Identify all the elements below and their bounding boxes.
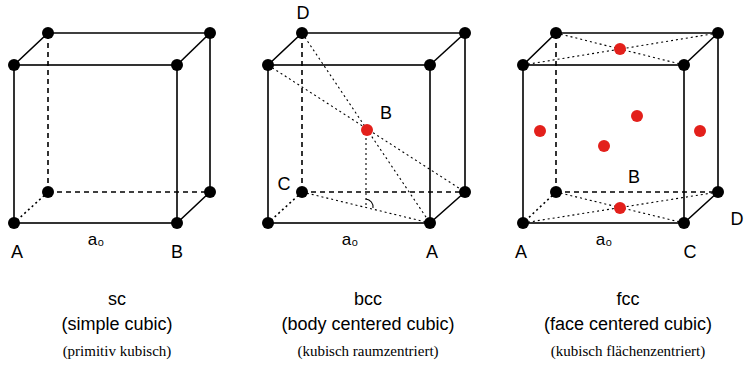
lattice-constant: a₀ xyxy=(596,231,613,250)
lattice-constant: a₀ xyxy=(342,231,359,250)
corner-label: A xyxy=(11,243,23,263)
bcc-cube xyxy=(268,33,465,223)
sc-atoms xyxy=(8,27,216,229)
structure-name-german: (kubisch raumzentriert) xyxy=(297,343,438,360)
corner-label: D xyxy=(297,4,310,24)
structure-abbreviation: bcc xyxy=(354,290,382,310)
structure-abbreviation: fcc xyxy=(616,290,639,310)
corner-label: C xyxy=(278,175,291,195)
fcc-cube xyxy=(523,33,718,223)
structure-name: (body centered cubic) xyxy=(281,315,454,335)
structure-abbreviation: sc xyxy=(108,290,126,310)
lattice-constant: a₀ xyxy=(88,231,105,250)
structure-name: (face centered cubic) xyxy=(544,315,712,335)
center-label: B xyxy=(380,104,392,124)
face-label: B xyxy=(626,168,642,188)
structure-name-german: (kubisch flächenzentriert) xyxy=(551,343,706,360)
corner-label: A xyxy=(515,243,527,263)
sc-cube xyxy=(14,33,210,223)
corner-label: C xyxy=(684,243,697,263)
corner-label: B xyxy=(171,243,183,263)
corner-label: D xyxy=(731,210,744,230)
bcc-atoms xyxy=(262,27,471,229)
fcc-atoms xyxy=(517,27,724,229)
corner-label: A xyxy=(426,243,438,263)
structure-name-german: (primitiv kubisch) xyxy=(63,343,172,360)
structure-name: (simple cubic) xyxy=(61,315,172,335)
